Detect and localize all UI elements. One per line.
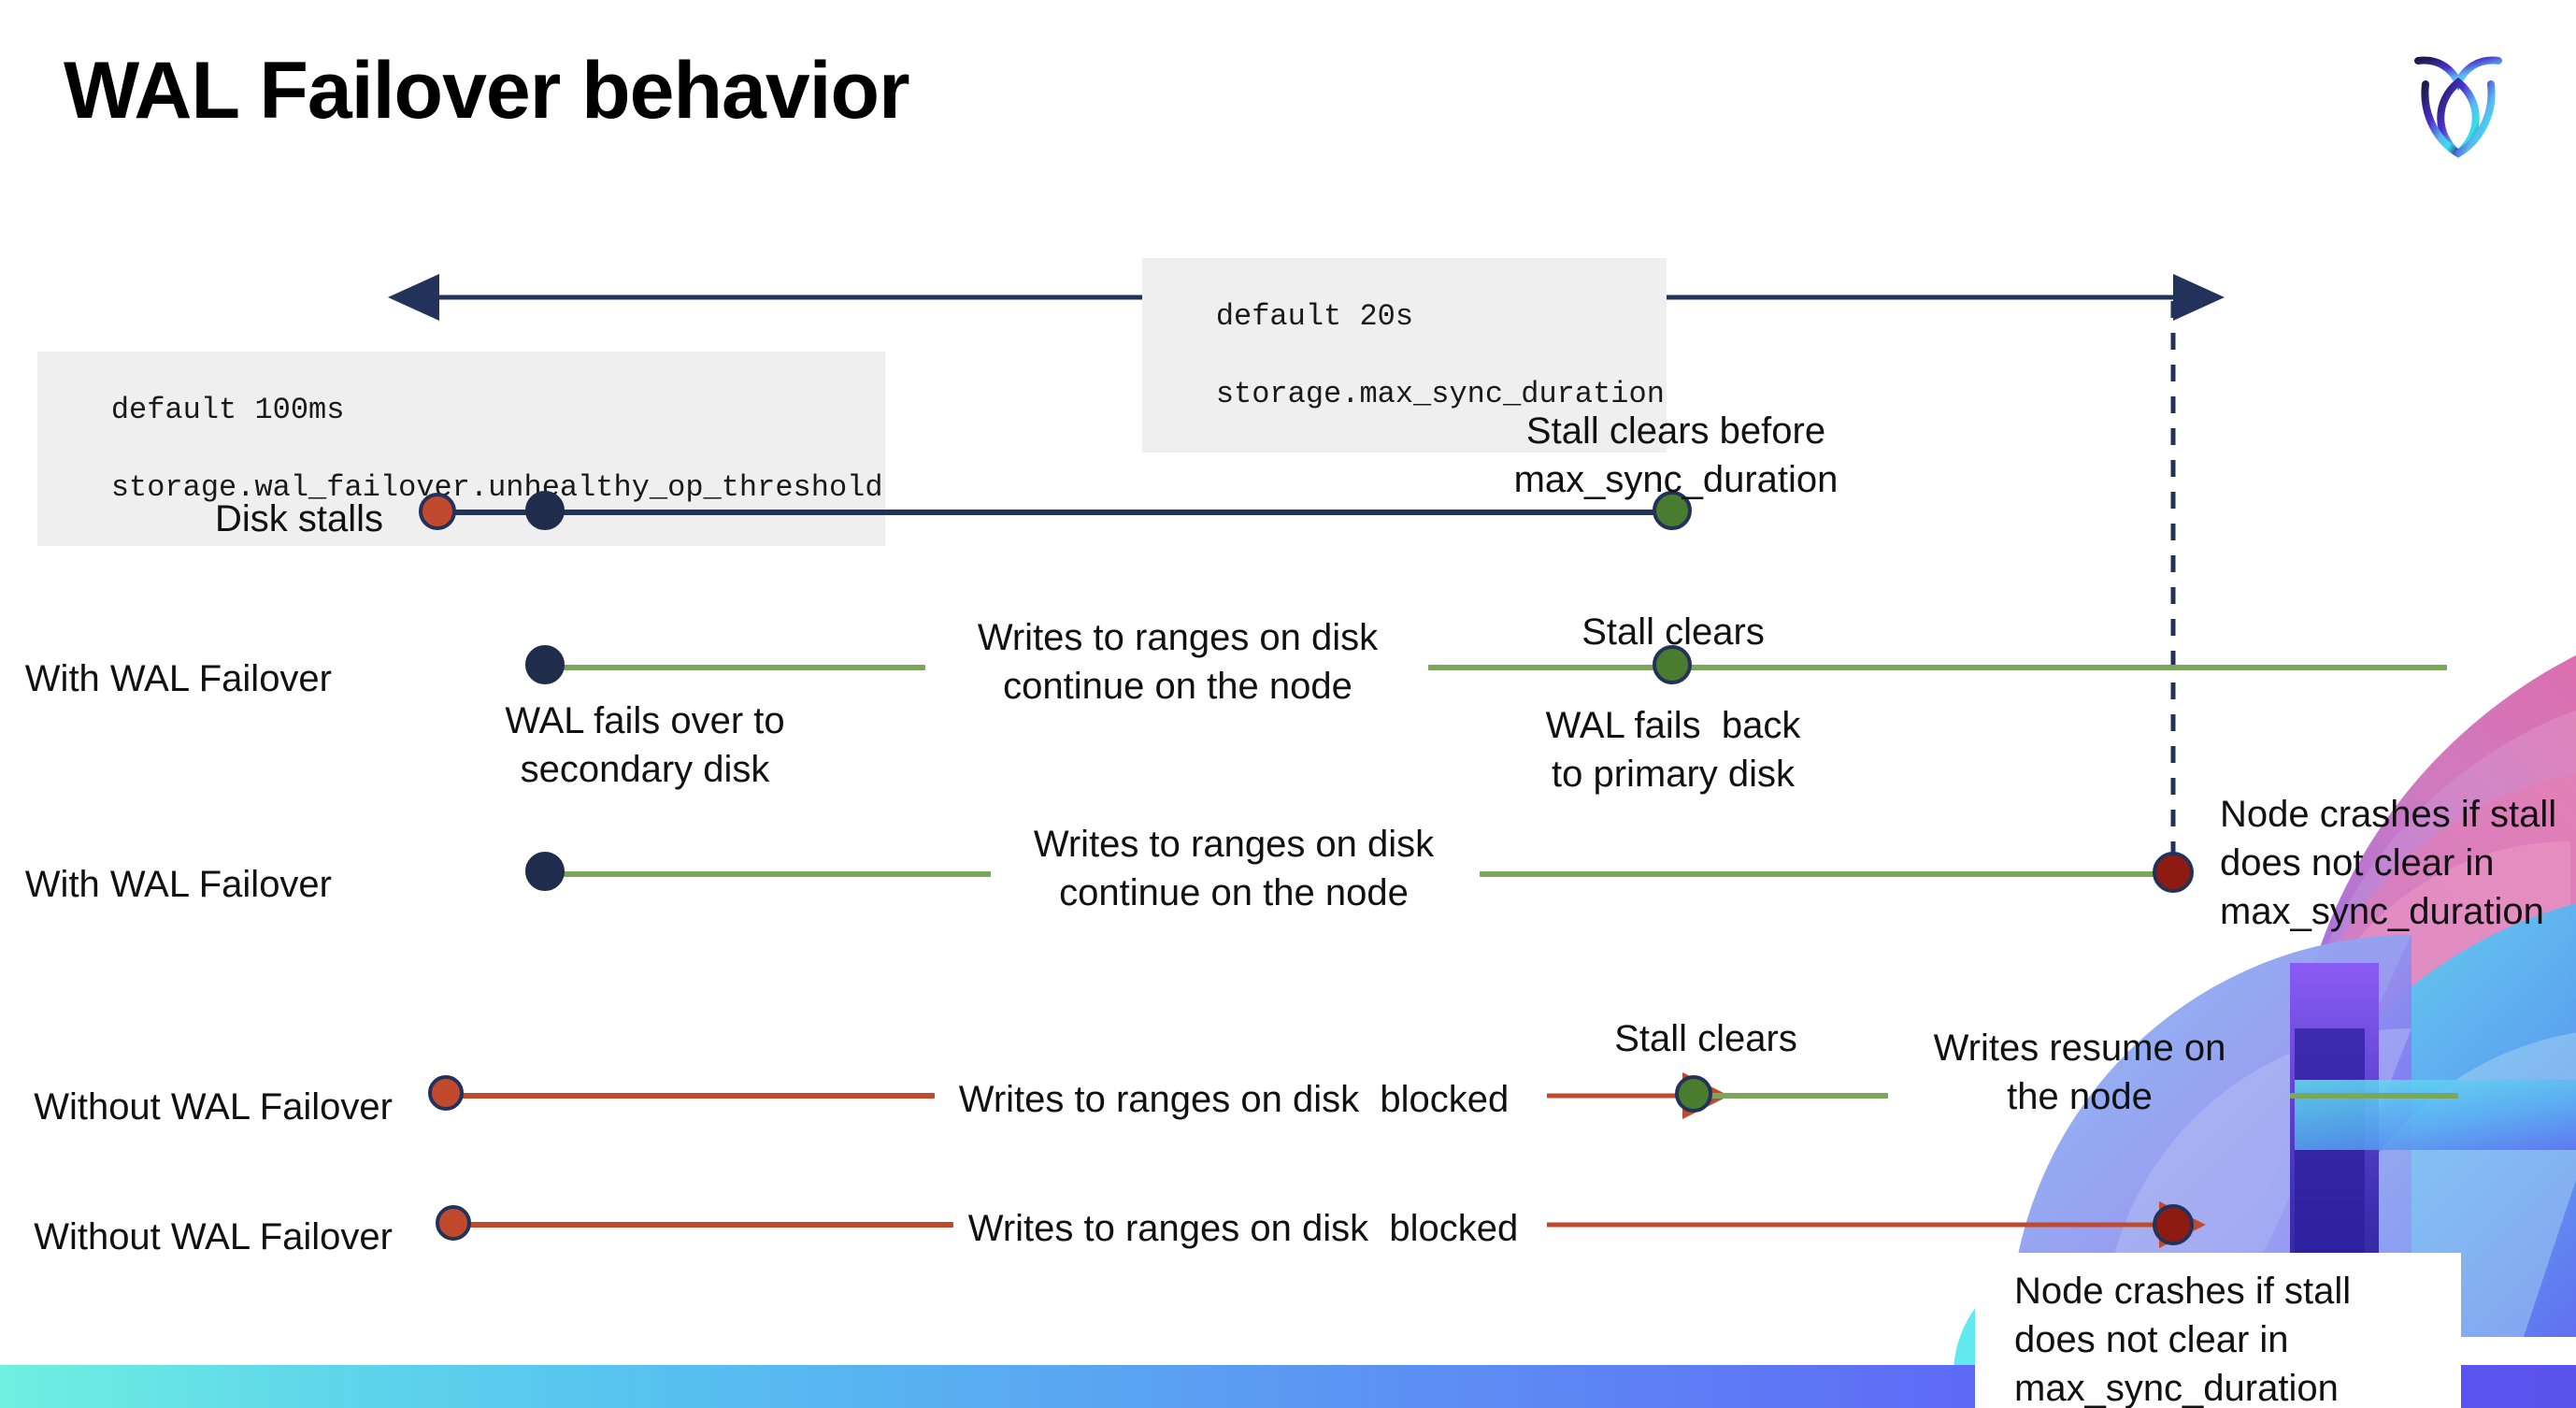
row5-stall-start-dot bbox=[436, 1205, 471, 1241]
max-sync-setting: storage.max_sync_duration bbox=[1215, 374, 1665, 414]
unhealthy-op-default: default 100ms bbox=[110, 390, 345, 430]
row4-stall-start-dot bbox=[428, 1075, 464, 1111]
row-label-without-wal-failover-2: Without WAL Failover bbox=[34, 1216, 393, 1257]
row5-node-crashes-note: Node crashes if stall does not clear in … bbox=[2014, 1271, 2352, 1408]
row2-wal-fails-over-note: WAL fails over to secondary disk bbox=[505, 700, 785, 790]
row4-writes-blocked-note: Writes to ranges on disk blocked bbox=[958, 1079, 1510, 1120]
row2-timeline-right bbox=[1428, 665, 2447, 670]
row2-stall-clears-note: Stall clears bbox=[1581, 611, 1765, 653]
row3-crash-dot bbox=[2153, 852, 2194, 893]
cockroachdb-logo bbox=[2414, 56, 2502, 159]
row4-timeline-tail bbox=[2290, 1093, 2458, 1099]
row1-stall-clears-note: Stall clears before max_sync_duration bbox=[1513, 410, 1839, 500]
row2-stall-clear-dot bbox=[1653, 645, 1692, 684]
row5-timeline-blocked bbox=[467, 1222, 953, 1228]
row3-timeline-right bbox=[1480, 871, 2176, 877]
row3-failover-dot bbox=[525, 852, 565, 891]
row3-timeline-left bbox=[542, 871, 991, 877]
row5-note-box bbox=[1975, 1253, 2461, 1408]
row1-stall-clear-dot bbox=[1653, 491, 1692, 530]
row-label-disk-stalls: Disk stalls bbox=[214, 498, 383, 539]
row2-writes-continue-note: Writes to ranges on disk continue on the… bbox=[977, 617, 1379, 707]
row3-node-crashes-note: Node crashes if stall does not clear in … bbox=[2220, 794, 2557, 932]
row4-writes-resume-note: Writes resume on the node bbox=[1933, 1027, 2226, 1117]
row4-timeline-blocked bbox=[458, 1093, 935, 1099]
row5-writes-blocked-note: Writes to ranges on disk blocked bbox=[967, 1208, 1519, 1249]
row2-wal-fails-back-note: WAL fails back to primary disk bbox=[1545, 705, 1801, 795]
row2-failover-dot bbox=[525, 645, 565, 684]
row4-timeline-resumed bbox=[1710, 1093, 1888, 1099]
row-label-with-wal-failover-2: With WAL Failover bbox=[24, 864, 332, 905]
unhealthy-op-setting: storage.wal_failover.unhealthy_op_thresh… bbox=[110, 467, 883, 508]
row2-timeline-left bbox=[542, 665, 925, 670]
row-label-with-wal-failover-1: With WAL Failover bbox=[24, 658, 332, 699]
row1-timeline bbox=[439, 510, 1675, 515]
row4-stall-clear-dot bbox=[1675, 1075, 1712, 1113]
max-sync-default: default 20s bbox=[1215, 296, 1414, 337]
row5-crash-dot bbox=[2153, 1204, 2194, 1245]
row1-stall-start-dot bbox=[419, 493, 456, 530]
row1-threshold-dot bbox=[525, 491, 565, 530]
row3-writes-continue-note: Writes to ranges on disk continue on the… bbox=[1033, 824, 1435, 913]
row4-stall-clears-note: Stall clears bbox=[1614, 1018, 1797, 1059]
page-title: WAL Failover behavior bbox=[64, 46, 910, 136]
max-sync-duration-annotation: default 20s storage.max_sync_duration bbox=[1142, 258, 1667, 453]
row-label-without-wal-failover-1: Without WAL Failover bbox=[34, 1086, 393, 1128]
